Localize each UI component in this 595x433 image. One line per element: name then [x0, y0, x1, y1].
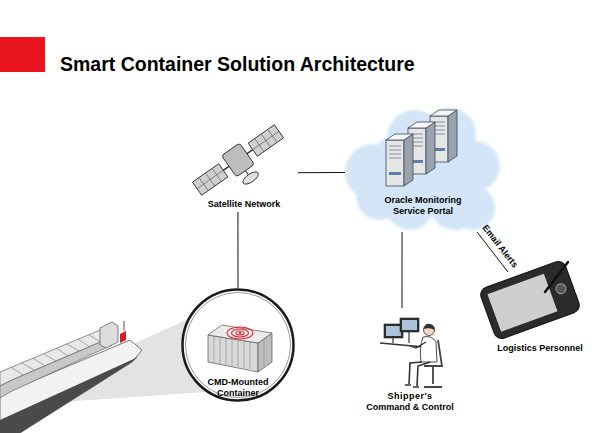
monitor — [384, 324, 403, 338]
container-divider — [78, 339, 90, 347]
connector-label: Email Alerts — [480, 222, 520, 270]
ship-container-stack — [0, 330, 112, 386]
container-divider — [22, 363, 34, 370]
container-divider — [11, 367, 23, 375]
container-divider — [56, 348, 68, 356]
server-tower — [408, 122, 435, 174]
container-circle-node: CMD-Mounted Container — [181, 288, 295, 402]
solar-panel-grid — [248, 125, 283, 156]
tablet-body — [478, 259, 581, 341]
container-side — [258, 333, 272, 372]
satellite-node: Satellite Network — [190, 135, 298, 212]
node-label: Logistics Personnel — [490, 343, 590, 354]
ship-bridge — [100, 322, 118, 348]
node-label: Oracle Monitoring Service Portal — [378, 195, 468, 217]
container-divider — [44, 354, 56, 361]
monitor-stand — [393, 332, 409, 343]
solar-panel — [192, 164, 227, 195]
diagram-title: Smart Container Solution Architecture — [60, 53, 415, 75]
operator-torso — [420, 337, 437, 362]
satellite-body — [222, 143, 255, 177]
satellite-arm — [223, 150, 252, 171]
monitor — [400, 318, 419, 332]
tablet-user-node: Logistics Personnel — [478, 272, 592, 356]
operator-hair — [424, 324, 435, 330]
ship-hull — [0, 340, 142, 433]
signal-ring — [227, 327, 253, 339]
satellite-dish — [241, 170, 260, 187]
ship-funnel — [120, 331, 126, 343]
tablet-screen — [487, 274, 557, 332]
operator-node: Shipper's Command & Control — [355, 308, 465, 415]
connector-line — [237, 212, 238, 288]
solar-panel — [248, 125, 283, 156]
operator-legs — [405, 362, 430, 387]
container-front — [208, 335, 258, 372]
satellite-antenna — [245, 171, 252, 182]
ship-hull-band — [0, 357, 138, 433]
container-top — [208, 325, 272, 343]
tablet-icon — [478, 259, 581, 341]
desk — [380, 343, 424, 347]
container-divider — [33, 358, 45, 366]
red-accent-bar — [0, 37, 45, 72]
solar-panel-grid — [192, 164, 227, 195]
signal-ring — [236, 331, 244, 335]
server-tower — [386, 134, 413, 186]
node-label: Satellite Network — [194, 199, 294, 210]
satellite-icon — [190, 121, 294, 210]
cloud-portal-node: Oracle Monitoring Service Portal — [345, 108, 500, 232]
ship-container-side — [0, 337, 112, 398]
node-label: Shipper's Command & Control — [365, 391, 456, 413]
operator-arm — [410, 342, 426, 348]
ship-container-grid — [11, 335, 101, 375]
operator-head — [424, 325, 435, 336]
tablet-button — [555, 282, 568, 295]
magnifier-cone — [42, 318, 206, 402]
connector-line — [298, 172, 345, 173]
container-icon — [208, 325, 272, 372]
container-ribs — [214, 336, 264, 369]
title-layer: Smart Container Solution Architecture — [0, 0, 595, 100]
signal-ring — [232, 329, 249, 337]
node-label: CMD-Mounted Container — [198, 377, 278, 399]
server-tower — [430, 110, 457, 162]
operator-icon — [380, 318, 442, 387]
signal-source — [239, 332, 241, 334]
connector-line — [401, 232, 402, 308]
ship-mast — [124, 321, 125, 331]
monitor-screen — [402, 320, 417, 330]
stylus — [545, 262, 568, 292]
container-divider — [89, 335, 101, 342]
monitor-screen — [386, 326, 401, 336]
cloud-shape — [345, 108, 500, 230]
chair — [424, 340, 442, 387]
magnifier-circle — [183, 290, 294, 401]
container-divider — [67, 344, 79, 351]
